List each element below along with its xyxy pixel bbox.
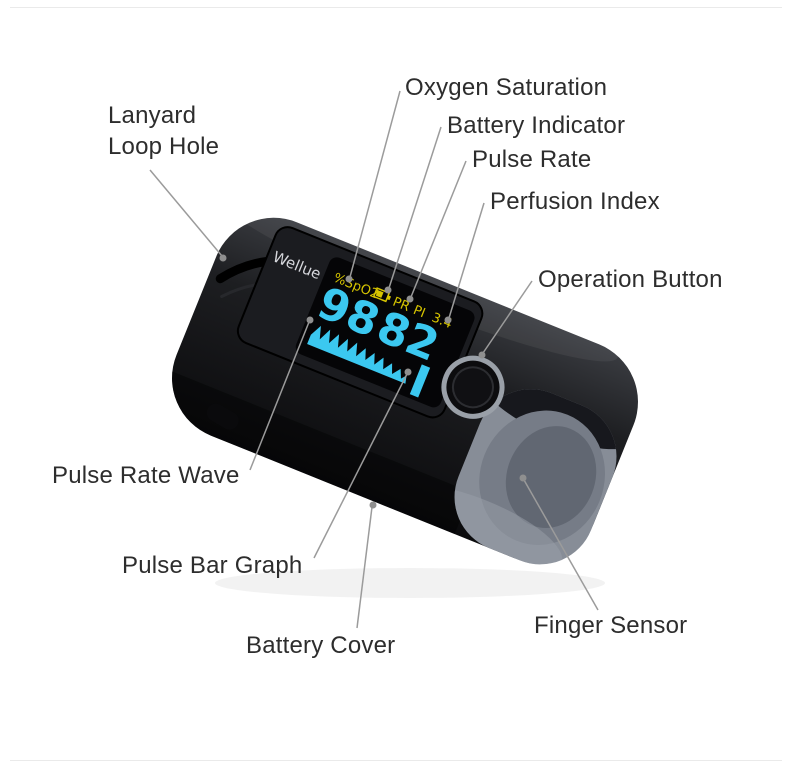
battery-latch — [206, 403, 239, 430]
label-pulse-bar-graph: Pulse Bar Graph — [122, 552, 303, 579]
dot-battery-cover — [369, 501, 377, 509]
pulse-rate-waveform — [307, 325, 407, 384]
label-operation-button: Operation Button — [538, 266, 723, 293]
dot-lanyard — [219, 254, 227, 262]
dot-oxygen-saturation — [345, 275, 353, 283]
leader-battery-indicator — [388, 126, 442, 289]
finger-cavity-inner — [505, 426, 597, 528]
leader-battery-cover — [356, 506, 373, 629]
leader-oxygen-saturation — [349, 90, 401, 278]
label-pulse-rate-wave: Pulse Rate Wave — [52, 462, 240, 489]
top-border-line — [10, 7, 782, 8]
display-screen — [295, 257, 475, 408]
label-oxygen-saturation: Oxygen Saturation — [405, 74, 608, 101]
finger-pad-highlight — [437, 484, 563, 574]
leader-pulse-bar-graph — [313, 373, 408, 559]
label-lanyard-loop-hole: Lanyard Loop Hole — [108, 102, 220, 160]
leader-dots — [219, 254, 527, 509]
dot-pulse-rate — [406, 295, 414, 303]
leader-pulse-rate-wave — [249, 321, 310, 471]
label-perfusion-index: Perfusion Index — [490, 188, 660, 215]
bottom-border-line — [10, 760, 782, 761]
dot-perfusion-index — [444, 316, 452, 324]
pulse-bar-graph — [409, 364, 431, 398]
leader-pulse-rate — [410, 160, 467, 298]
pi-value: 3.4 — [429, 310, 454, 332]
dot-operation-button — [478, 351, 486, 359]
dot-pulse-rate-wave — [306, 316, 314, 324]
battery-icon — [372, 287, 392, 303]
leader-lines — [149, 90, 599, 629]
device-shadow — [215, 568, 605, 598]
dot-pulse-bar-graph — [404, 368, 412, 376]
oximeter-device: Wellue %SpO2 PR PI 3.4 98 82 — [153, 199, 638, 574]
dot-battery-indicator — [384, 286, 392, 294]
label-finger-sensor: Finger Sensor — [534, 612, 688, 639]
operation-button-inner — [451, 366, 494, 409]
label-battery-cover: Battery Cover — [246, 632, 396, 659]
leader-finger-sensor — [523, 479, 599, 611]
label-battery-indicator: Battery Indicator — [447, 112, 626, 139]
leader-lanyard — [149, 169, 223, 257]
leader-perfusion-index — [448, 202, 485, 319]
label-pulse-rate: Pulse Rate — [472, 146, 592, 173]
pi-label: PI — [411, 303, 427, 321]
pr-label: PR — [390, 295, 411, 315]
dot-finger-sensor — [519, 474, 527, 482]
leader-operation-button — [482, 280, 533, 354]
